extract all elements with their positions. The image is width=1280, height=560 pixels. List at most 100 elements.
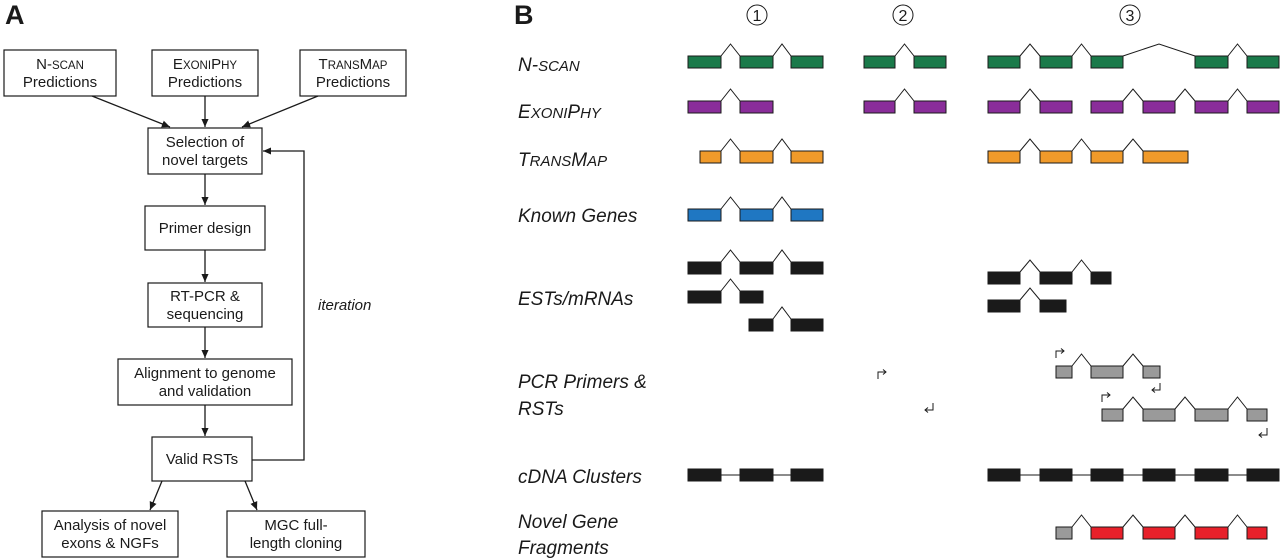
intron-line [1071,138,1092,152]
analysis-line-1: Analysis of novel [54,517,167,534]
intron-line [1071,353,1092,367]
analysis-box: Analysis of novel exons & NGFs [41,510,179,558]
exoniphy-predictions-label: Predictions [168,74,242,91]
intron-line [720,138,741,152]
intron-line [1227,88,1248,102]
intron-line [1019,259,1041,273]
valid-rsts-box: Valid RSTs [151,436,253,482]
nscan-predictions-box: N-SCAN Predictions [3,49,117,97]
intron-line [894,88,915,102]
lane-label-pcr-line-1: PCR Primers & [518,372,647,393]
arrow-valid-to-mgc [244,480,258,511]
rst-exon [1055,365,1073,379]
exoniphy-predictions-title: EXONIPHY [173,56,237,73]
intron-line [1019,138,1041,152]
nscan-exon [687,55,722,69]
intron-line [1071,43,1092,57]
intron-line [894,43,915,57]
novel-gene-fragment-exon [1194,526,1229,540]
rtpcr-line-2: sequencing [167,306,244,323]
lane-label-nscan: N-SCAN [518,55,580,76]
exoniphy-exon [687,100,722,114]
intron-line [772,43,792,57]
pcr-primers [877,348,1268,438]
iteration-label: iteration [318,297,371,314]
transmap-predictions-box: TRANSMAP Predictions [299,49,407,97]
lane-label-exoniphy: EXONIPHY [518,102,602,123]
forward-primer-icon [1055,348,1065,358]
alignment-line-1: Alignment to genome [134,365,276,382]
nscan-exon [1194,55,1229,69]
transmap-exon [699,150,722,164]
nscan-exon [739,55,774,69]
intron-line [1227,514,1248,528]
column-number-1: 1 [753,8,762,25]
est-exon [687,261,722,275]
cdna-cluster-exon [687,468,722,482]
panel-a: A N-SCAN Predictions EXONIPHY Prediction… [3,0,407,558]
transmap-exon [1090,150,1124,164]
mgc-line-2: length cloning [250,535,343,552]
novel-gene-fragment-exon [1142,526,1176,540]
column-marker-3: 3 [1119,4,1141,26]
alignment-line-2: and validation [159,383,252,400]
est-exon [1090,271,1112,285]
intron-line [1019,88,1041,102]
cdna-cluster-exon [987,468,1021,482]
intron-line [1174,514,1196,528]
est-exon [790,318,824,332]
intron-line [1071,514,1092,528]
est-exon [790,261,824,275]
forward-primer-icon [877,369,887,379]
intron-line [772,306,792,320]
transmap-exon [790,150,824,164]
exoniphy-exon [1246,100,1280,114]
alignment-box: Alignment to genome and validation [117,358,293,406]
intron-line [772,138,792,152]
novel-gene-fragment-exon [1055,526,1073,540]
gene-tracks [687,43,1280,540]
rst-exon [1142,365,1161,379]
intron-line [720,196,741,210]
known-gene-exon [687,208,722,222]
selection-line-1: Selection of [166,134,245,151]
known-gene-exon [790,208,824,222]
novel-gene-fragment-exon [1246,526,1268,540]
flow-arrows [91,95,319,511]
lane-label-transmap: TRANSMAP [518,150,607,171]
est-exon [739,261,774,275]
rst-exon [1101,408,1124,422]
column-marker-1: 1 [746,4,768,26]
panel-a-letter: A [5,0,25,30]
iteration-loop-arrow [252,147,305,461]
nscan-exon [913,55,947,69]
intron-line [1122,353,1144,367]
intron-line [772,196,792,210]
selection-box: Selection of novel targets [147,127,263,175]
intron-line [1122,43,1196,57]
lane-label-ngf-line-1: Novel Gene [518,512,618,533]
cdna-cluster-exon [1194,468,1229,482]
lane-label-ngf-line-2: Fragments [518,538,609,559]
est-exon [739,290,764,304]
exoniphy-exon [863,100,896,114]
transmap-exon [1142,150,1189,164]
intron-line [720,43,741,57]
known-gene-exon [739,208,774,222]
intron-line [1122,88,1144,102]
intron-line [1019,43,1041,57]
transmap-exon [739,150,774,164]
mgc-box: MGC full- length cloning [226,510,366,558]
lane-label-cdna: cDNA Clusters [518,467,642,488]
rst-exon [1142,408,1176,422]
lane-label-pcr-line-2: RSTs [518,399,564,420]
est-exon [748,318,774,332]
intron-line [772,249,792,263]
lane-label-known-genes: Known Genes [518,206,638,227]
reverse-primer-icon [1258,428,1268,438]
est-exon [987,271,1021,285]
est-exon [1039,299,1067,313]
reverse-primer-icon [1151,383,1161,393]
est-exon [687,290,722,304]
novel-gene-fragment-exon [1090,526,1124,540]
